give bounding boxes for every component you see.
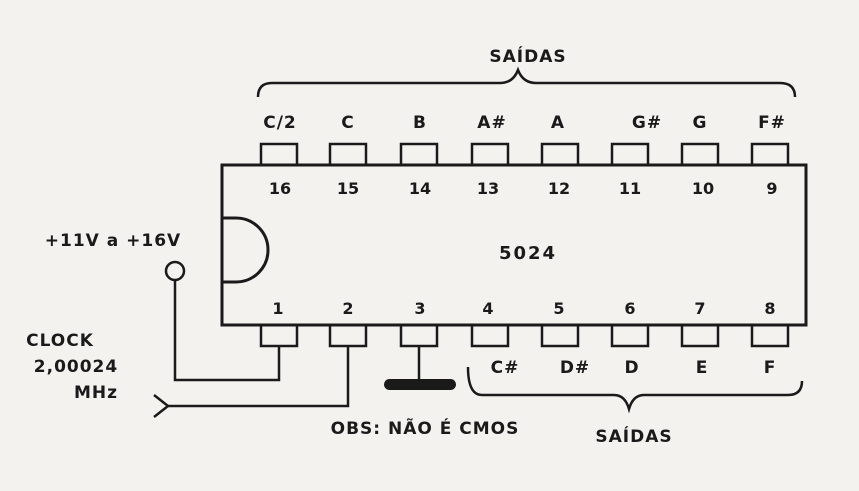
- pin-label: G: [693, 113, 708, 133]
- pin-7: 7 E: [680, 299, 720, 378]
- pin-pad: [399, 323, 439, 348]
- pin-5: 5 D#: [540, 299, 590, 378]
- pin-9: F# 9: [750, 113, 790, 198]
- pin-pad: [540, 142, 580, 167]
- pin-15: C 15: [328, 113, 368, 198]
- pin-label: C#: [491, 358, 520, 378]
- clock-label-line3: MHz: [74, 383, 118, 403]
- pin-6: 6 D: [610, 299, 650, 378]
- pin-8: 8 F: [750, 299, 790, 378]
- pin-14: B 14: [399, 113, 439, 198]
- pin-4: 4 C#: [470, 299, 520, 378]
- pin-number: 3: [414, 299, 425, 318]
- pin-number: 15: [337, 179, 359, 198]
- pin-pad: [470, 323, 510, 348]
- bottom-outputs-brace: [466, 366, 804, 414]
- pin-label: D: [624, 358, 639, 378]
- power-label: +11V a +16V: [45, 231, 181, 251]
- pin-10: G 10: [680, 113, 720, 198]
- pin-number: 11: [619, 179, 641, 198]
- cmos-note: OBS: NÃO É CMOS: [331, 416, 520, 439]
- pin-16: C/2 16: [259, 113, 299, 198]
- pin-number: 2: [342, 299, 353, 318]
- top-outputs-brace: [256, 66, 797, 98]
- top-outputs-label: SAÍDAS: [489, 45, 566, 67]
- pin-label: C: [341, 113, 354, 133]
- chip-body: [220, 163, 808, 327]
- pin-number: 6: [624, 299, 635, 318]
- pin-pad: [610, 323, 650, 348]
- pin-label: F#: [758, 113, 786, 133]
- pin-number: 10: [692, 179, 714, 198]
- ground-bar: [384, 379, 456, 390]
- pin-label: F: [764, 358, 777, 378]
- pin-pad: [328, 142, 368, 167]
- pin-pad: [610, 142, 650, 167]
- clock-label-line1: CLOCK: [26, 331, 94, 351]
- bottom-pins: 1 2 3 4 C# 5 D# 6 D 7 E: [259, 299, 790, 378]
- chip-part-number: 5024: [499, 243, 557, 264]
- pin-number: 12: [548, 179, 570, 198]
- pin-pad: [259, 323, 299, 348]
- pin-pad: [680, 323, 720, 348]
- pin-12: A 12: [540, 113, 580, 198]
- pin-label: E: [696, 358, 709, 378]
- pin-label: D#: [560, 358, 590, 378]
- power-terminal: [164, 260, 186, 282]
- pin-number: 8: [764, 299, 775, 318]
- pin-11: G# 11: [610, 113, 662, 198]
- pin-label: C/2: [263, 113, 297, 133]
- pin-pad: [328, 323, 368, 348]
- pin-pad: [259, 142, 299, 167]
- chip-notch: [222, 216, 270, 284]
- pin-label: B: [413, 113, 427, 133]
- pin-pad: [680, 142, 720, 167]
- pin-number: 5: [553, 299, 564, 318]
- pin-number: 4: [482, 299, 493, 318]
- pin-number: 16: [269, 179, 291, 198]
- power-wire: [173, 280, 281, 382]
- clock-label-line2: 2,00024: [34, 357, 118, 377]
- pin-pad: [399, 142, 439, 167]
- pin-pad: [470, 142, 510, 167]
- clock-input-arrow: [153, 394, 171, 418]
- bottom-outputs-label: SAÍDAS: [595, 425, 672, 447]
- pin-number: 7: [694, 299, 705, 318]
- pin-label: A#: [477, 113, 506, 133]
- pin-number: 1: [272, 299, 283, 318]
- pin-pad: [750, 323, 790, 348]
- pin-number: 14: [409, 179, 431, 198]
- pin-number: 13: [477, 179, 499, 198]
- pin-pad: [540, 323, 580, 348]
- top-pins: C/2 16 C 15 B 14 A# 13 A 12 G# 11: [259, 113, 790, 198]
- pin-13: A# 13: [470, 113, 510, 198]
- pin-pad: [750, 142, 790, 167]
- pin-label: A: [551, 113, 565, 133]
- pin-label: G#: [632, 113, 662, 133]
- clock-wire: [168, 346, 350, 408]
- pin-number: 9: [766, 179, 777, 198]
